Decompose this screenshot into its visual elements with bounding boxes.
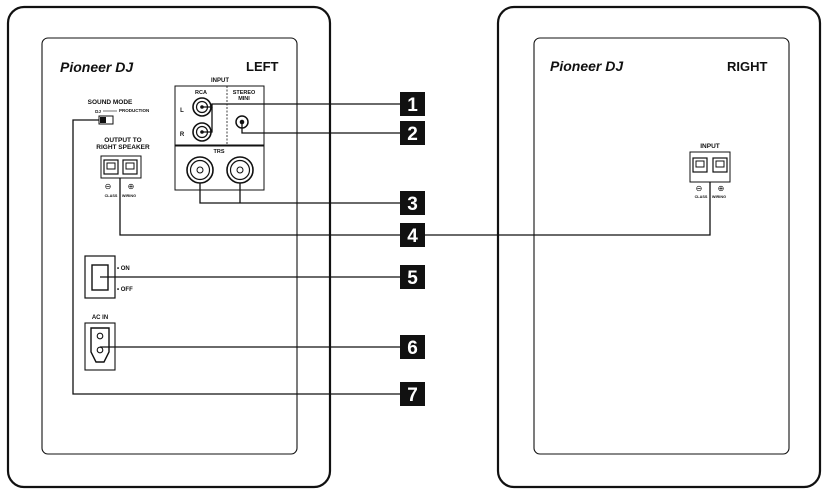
callout-6-number: 6 [407, 338, 418, 359]
left-side-label: LEFT [246, 59, 279, 74]
output-terminal-box [100, 155, 142, 179]
right-brand-logo: Pioneer DJ [550, 58, 624, 74]
right-side-label: RIGHT [727, 59, 768, 74]
callout-1: 1 [400, 92, 425, 116]
sound-mode-production-label: PRODUCTION [119, 108, 149, 113]
right-input-terminal-negative[interactable] [692, 157, 708, 173]
leader-line-4 [119, 178, 400, 236]
right-minus-sign: ⊖ [696, 184, 703, 193]
left-rear-panel [41, 37, 298, 455]
rca-left-channel-label: L [180, 108, 184, 114]
left-speaker-outline [6, 5, 332, 489]
callout-2: 2 [400, 121, 425, 145]
leader-lines [72, 103, 711, 395]
sound-mode-dj-label: DJ [95, 109, 101, 114]
output-terminal-positive[interactable] [122, 159, 138, 175]
callout-4: 4 [400, 223, 425, 247]
trs-label: TRS [214, 149, 225, 155]
right-wiring-label: WIRING [712, 195, 726, 199]
right-speaker-outline [496, 5, 822, 489]
power-on-label: • ON [117, 266, 130, 272]
callout-3-number: 3 [407, 194, 418, 215]
leader-line-7 [72, 119, 400, 395]
output-terminal-negative[interactable] [103, 159, 119, 175]
leader-line-4-right [425, 182, 711, 236]
power-off-label: • OFF [117, 287, 133, 293]
sound-mode-label: SOUND MODE [88, 99, 133, 106]
right-input-terminal-positive[interactable] [712, 157, 728, 173]
output-minus-sign: ⊖ [105, 182, 112, 191]
trs-input-box [174, 144, 265, 191]
callout-4-number: 4 [407, 226, 418, 247]
rca-stereo-input-box [174, 85, 265, 147]
callout-3: 3 [400, 191, 425, 215]
trs-left-jack[interactable] [186, 156, 214, 184]
output-plus-sign: ⊕ [128, 182, 135, 191]
callout-7-number: 7 [407, 385, 418, 406]
callout-2-number: 2 [407, 124, 418, 145]
stereo-mini-label-line2: MINI [238, 96, 250, 102]
output-label-line1: OUTPUT TO [104, 137, 141, 144]
right-plus-sign: ⊕ [718, 184, 725, 193]
sound-mode-switch[interactable] [98, 115, 114, 125]
right-class-label: CLASS [695, 195, 708, 199]
output-class-label: CLASS [105, 194, 118, 198]
callout-5: 5 [400, 265, 425, 289]
ac-in-label: AC IN [92, 315, 108, 321]
output-label-line2: RIGHT SPEAKER [96, 144, 150, 151]
right-input-label: INPUT [700, 143, 720, 150]
input-section-label: INPUT [211, 78, 229, 84]
output-wiring-label: WIRING [122, 194, 136, 198]
rca-label: RCA [195, 90, 207, 96]
trs-right-jack[interactable] [226, 156, 254, 184]
leader-line-2 [241, 122, 400, 134]
stereo-mini-label-line1: STEREO [233, 90, 256, 96]
callout-5-number: 5 [407, 268, 418, 289]
callout-6: 6 [400, 335, 425, 359]
leader-line-1-r [202, 107, 213, 133]
leader-line-3 [199, 183, 400, 204]
callout-7: 7 [400, 382, 425, 406]
rca-right-channel-label: R [180, 132, 185, 138]
leader-line-1 [202, 103, 400, 108]
left-brand-logo: Pioneer DJ [60, 59, 134, 75]
right-rear-panel [533, 37, 790, 455]
callout-1-number: 1 [407, 95, 418, 116]
ac-inlet-socket[interactable] [90, 327, 110, 363]
